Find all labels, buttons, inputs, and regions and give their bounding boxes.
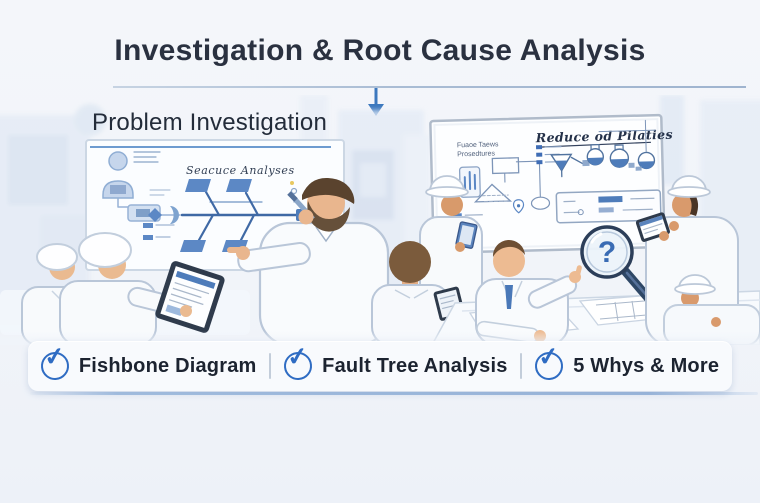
section-heading: Problem Investigation <box>92 109 327 136</box>
board-right-label-1: Fuaoe Taews <box>457 141 499 149</box>
feature-5-whys: ✓ 5 Whys & More <box>533 342 720 382</box>
board-left-title: Seacuce Analyses <box>186 164 295 177</box>
feature-label: 5 Whys & More <box>573 354 720 377</box>
funnel-and-flasks <box>549 119 656 178</box>
feature-fishbone: ✓ Fishbone Diagram <box>39 342 257 382</box>
illustration-scene: Seacuce Analyses <box>0 95 760 345</box>
person-left-tablet-holder <box>59 232 225 345</box>
check-circle-icon: ✓ <box>39 342 71 382</box>
title-divider <box>113 86 746 88</box>
feature-label: Fault Tree Analysis <box>322 354 508 377</box>
question-mark: ? <box>598 236 616 269</box>
separator <box>269 353 272 379</box>
magnifying-glass-icon: ? <box>580 225 654 304</box>
page-title: Investigation & Root Cause Analysis <box>114 34 646 67</box>
inset-panel <box>555 189 662 224</box>
separator <box>520 353 523 379</box>
tablet-device <box>155 261 225 333</box>
person-seated-tie <box>475 239 582 345</box>
check-circle-icon: ✓ <box>533 342 565 382</box>
feature-fault-tree: ✓ Fault Tree Analysis <box>282 342 508 382</box>
person-bearded-presenter <box>227 177 390 345</box>
person-left-small <box>21 243 95 345</box>
tablet-device-right <box>635 212 670 242</box>
board-right-title: Reduce od Pilaties <box>535 127 674 146</box>
feature-bar: ✓ Fishbone Diagram ✓ Fault Tree Analysis… <box>28 341 732 391</box>
board-right-label-2: Prosedtures <box>457 150 495 158</box>
check-circle-icon: ✓ <box>282 342 314 382</box>
feature-label: Fishbone Diagram <box>78 354 257 377</box>
flowchart-left <box>102 151 181 240</box>
footer-accent-line <box>30 392 758 395</box>
whiteboard-right: Fuaoe Taews Prosedtures Reduce od Pilati… <box>429 113 674 255</box>
heading-underline <box>90 146 331 148</box>
